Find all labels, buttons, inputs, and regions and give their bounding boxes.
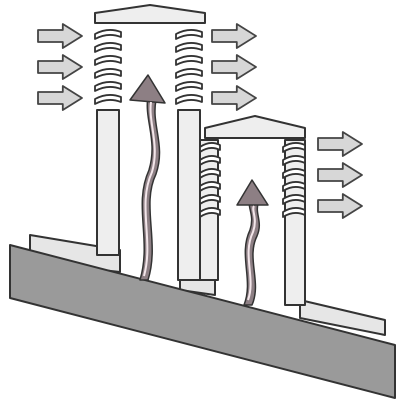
louver-slat [175,29,203,40]
louver-slat [175,94,203,105]
base-front-face [9,244,396,399]
louver-slat [199,155,221,166]
updraft-tall-arrowhead [129,74,166,104]
short-stack-louvers-right [282,142,306,218]
flow-arrow-icon [211,85,257,111]
louver-slat [199,142,221,153]
updraft-short [236,179,269,306]
louver-slat [282,168,306,179]
tall-stack-left-wall [96,109,120,256]
tall-stack-louvers-right [175,29,203,105]
louver-slat [282,155,306,166]
short-stack [199,115,306,306]
outflow-arrows-tall-stack [211,23,257,111]
flow-arrow-icon [37,54,83,80]
updraft-tall-body [139,95,161,281]
louver-slat [199,207,221,218]
updraft-short-arrowhead [236,179,269,206]
louver-slat [94,29,122,40]
flow-arrow-icon [211,23,257,49]
short-stack-right-wall [284,139,306,306]
tall-stack-louvers-left [94,29,122,105]
updraft-tall [129,74,166,281]
louver-slat [199,194,221,205]
louver-slat [94,55,122,66]
updraft-highlight [143,101,156,277]
louver-slat [282,181,306,192]
flow-arrow-icon [317,131,363,157]
louver-slat [175,68,203,79]
outflow-arrows-short-stack [317,131,363,219]
inflow-arrows [37,23,83,111]
updraft-short-body [243,199,261,306]
tall-stack-right-wall [177,109,201,281]
flow-arrow-icon [317,193,363,219]
short-stack-cap [204,115,306,139]
flow-arrow-icon [37,85,83,111]
short-stack-louvers-left [199,142,221,218]
louver-slat [199,168,221,179]
tall-stack [94,4,206,281]
louver-slat [175,81,203,92]
louver-slat [94,42,122,53]
flow-arrow-icon [211,54,257,80]
louver-slat [282,142,306,153]
base-top-strip-far [299,299,386,336]
louver-slat [282,194,306,205]
louver-slat [282,207,306,218]
louver-slat [175,42,203,53]
louver-slat [94,94,122,105]
louver-slat [94,68,122,79]
louver-slat [199,181,221,192]
flow-arrow-icon [317,162,363,188]
louver-slat [94,81,122,92]
updraft-highlight [247,205,256,301]
flow-arrow-icon [37,23,83,49]
tall-stack-cap [94,4,206,24]
louver-slat [175,55,203,66]
base-slab [9,234,396,399]
